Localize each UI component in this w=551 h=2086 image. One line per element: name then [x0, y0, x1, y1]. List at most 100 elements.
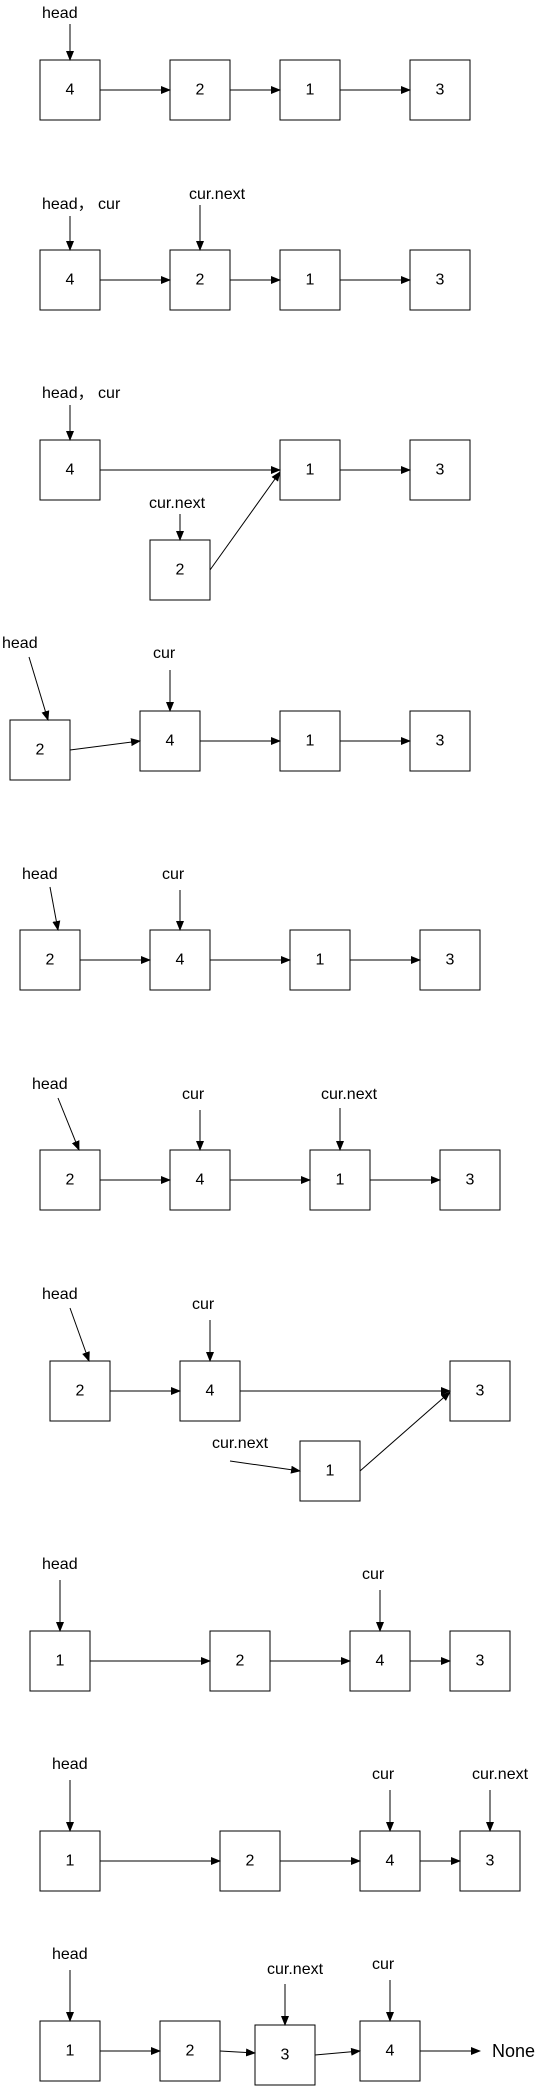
node-value: 2 — [66, 1172, 75, 1189]
node-value: 4 — [386, 1853, 395, 1870]
node-box: 1 — [29, 1630, 91, 1692]
node-value: 1 — [316, 952, 325, 969]
node-box: 4 — [359, 2020, 421, 2082]
node-box: 4 — [139, 710, 201, 772]
node-value: 1 — [306, 272, 315, 289]
node-value: 3 — [476, 1383, 485, 1400]
node-value: 2 — [76, 1383, 85, 1400]
pointer-label: cur — [182, 1086, 205, 1103]
node-value: 1 — [66, 2043, 75, 2060]
pointer-arrow — [69, 1307, 90, 1362]
node-box: 1 — [279, 59, 341, 121]
node-value: 1 — [306, 733, 315, 750]
panel-9: 1 2 4 3 head cur cur.next — [39, 1756, 529, 1892]
node-value: 1 — [56, 1653, 65, 1670]
pointer-label: cur — [162, 866, 185, 883]
node-value: 3 — [446, 952, 455, 969]
pointer-label: head — [2, 635, 38, 652]
next-arrow — [314, 2047, 361, 2056]
node-box: 4 — [169, 1149, 231, 1211]
node-box: 4 — [39, 59, 101, 121]
node-value: 4 — [386, 2043, 395, 2060]
node-value: 1 — [306, 82, 315, 99]
node-value: 4 — [66, 272, 75, 289]
none-label: None — [492, 2041, 535, 2061]
pointer-arrow — [28, 656, 50, 721]
node-box: 4 — [149, 929, 211, 991]
node-value: 2 — [196, 82, 205, 99]
panel-4: 2 4 1 3 head cur — [2, 635, 471, 781]
panel-5: 2 4 1 3 head cur — [19, 866, 481, 991]
node-value: 4 — [176, 952, 185, 969]
pointer-label: cur — [372, 1956, 395, 1973]
node-value: 2 — [246, 1853, 255, 1870]
node-value: 3 — [466, 1172, 475, 1189]
node-box: 1 — [39, 2020, 101, 2082]
next-arrow — [69, 738, 141, 751]
next-arrow — [209, 471, 281, 571]
node-box: 1 — [309, 1149, 371, 1211]
node-value: 4 — [376, 1653, 385, 1670]
panel-2: 4 2 1 3 head， cur cur.next — [39, 186, 471, 311]
node-box: 2 — [19, 929, 81, 991]
node-value: 1 — [306, 462, 315, 479]
pointer-label: head — [22, 866, 58, 883]
node-box: 2 — [9, 719, 71, 781]
node-box: 2 — [149, 539, 211, 601]
node-value: 4 — [66, 462, 75, 479]
pointer-arrow — [229, 1460, 301, 1474]
node-box: 2 — [209, 1630, 271, 1692]
pointer-label: head， cur — [42, 385, 121, 402]
node-box: 2 — [219, 1830, 281, 1892]
pointer-label: cur.next — [267, 1961, 324, 1978]
pointer-arrow — [57, 1097, 80, 1151]
node-box: 3 — [409, 439, 471, 501]
node-value: 4 — [196, 1172, 205, 1189]
node-box: 4 — [179, 1360, 241, 1422]
node-box: 3 — [409, 249, 471, 311]
node-box: 2 — [39, 1149, 101, 1211]
node-value: 4 — [166, 733, 175, 750]
node-value: 2 — [236, 1653, 245, 1670]
node-value: 3 — [281, 2047, 290, 2064]
pointer-label: cur.next — [321, 1086, 378, 1103]
node-value: 2 — [186, 2043, 195, 2060]
node-value: 3 — [436, 462, 445, 479]
pointer-label: head， cur — [42, 196, 121, 213]
pointer-label: cur — [192, 1296, 215, 1313]
node-box: 1 — [39, 1830, 101, 1892]
node-value: 1 — [66, 1853, 75, 1870]
node-box: 2 — [159, 2020, 221, 2082]
node-value: 3 — [436, 272, 445, 289]
node-box: 1 — [289, 929, 351, 991]
next-arrow — [219, 2048, 256, 2057]
node-value: 2 — [176, 562, 185, 579]
node-value: 2 — [36, 742, 45, 759]
node-box: 4 — [359, 1830, 421, 1892]
node-box: 3 — [419, 929, 481, 991]
node-box: 1 — [279, 249, 341, 311]
node-value: 3 — [486, 1853, 495, 1870]
node-value: 4 — [66, 82, 75, 99]
node-box: 3 — [409, 59, 471, 121]
node-box: 1 — [279, 439, 341, 501]
panel-3: 4 2 1 3 head， cur cur.next — [39, 385, 471, 601]
node-box: 3 — [449, 1630, 511, 1692]
pointer-label: cur.next — [212, 1435, 269, 1452]
node-box: 2 — [49, 1360, 111, 1422]
panel-10: 1 2 3 4 None head cur.next cur — [39, 1946, 535, 2086]
pointer-label: head — [42, 1286, 78, 1303]
pointer-label: head — [52, 1946, 88, 1963]
panel-1: 4 2 1 3 head — [39, 5, 471, 121]
node-box: 4 — [39, 439, 101, 501]
pointer-label: head — [42, 5, 78, 22]
node-value: 1 — [326, 1463, 335, 1480]
pointer-label: cur — [153, 645, 176, 662]
node-value: 4 — [206, 1383, 215, 1400]
pointer-label: cur.next — [472, 1766, 529, 1783]
node-box: 3 — [409, 710, 471, 772]
node-value: 3 — [436, 733, 445, 750]
pointer-label: cur — [372, 1766, 395, 1783]
node-box: 2 — [169, 59, 231, 121]
